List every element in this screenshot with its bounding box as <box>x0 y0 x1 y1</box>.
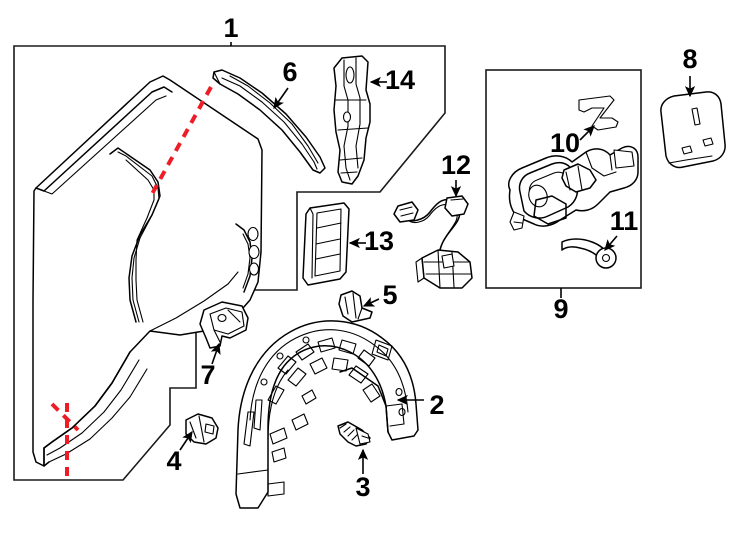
callout-label-3: 3 <box>355 472 370 502</box>
part-wheelhouse-liner <box>235 320 419 509</box>
part-bumper-support-bracket <box>199 301 249 349</box>
part-inner-pillar-reinforcement <box>333 55 371 185</box>
part-fuel-filler-door <box>660 91 726 169</box>
callout-label-10: 10 <box>550 128 580 158</box>
callout-label-11: 11 <box>610 206 639 236</box>
cut-line-lower-cross <box>50 402 80 432</box>
callout-label-5: 5 <box>382 280 397 310</box>
callout-label-4: 4 <box>166 446 181 476</box>
arrow-5 <box>362 297 380 307</box>
part-fuel-door-spring <box>578 95 619 131</box>
part-roof-drip-rail-molding <box>212 69 326 174</box>
callout-label-12: 12 <box>441 150 471 180</box>
part-air-extractor-vent-grille <box>302 202 350 286</box>
callout-label-6: 6 <box>282 57 297 87</box>
group-box-9 <box>485 69 642 289</box>
callout-label-14: 14 <box>385 65 415 95</box>
arrow-7 <box>210 342 221 365</box>
arrow-6 <box>273 87 289 110</box>
arrow-11 <box>604 235 618 251</box>
cut-line-upper <box>150 86 213 195</box>
part-quarter-panel-assembly <box>32 75 263 467</box>
part-fuel-filler-housing <box>508 145 639 231</box>
callout-label-1: 1 <box>223 13 238 43</box>
part-push-pin-retainer <box>185 413 219 445</box>
arrow-10 <box>579 125 595 141</box>
callout-label-2: 2 <box>429 390 444 420</box>
callout-label-8: 8 <box>682 44 697 74</box>
callout-label-9: 9 <box>553 294 568 324</box>
callout-label-13: 13 <box>364 226 394 256</box>
part-fuel-door-release-cable <box>393 195 473 289</box>
arrow-4 <box>179 430 193 451</box>
part-grommet-plug <box>338 290 373 323</box>
part-liner-screw <box>337 421 371 447</box>
callout-label-7: 7 <box>200 360 215 390</box>
part-fuel-door-hinge <box>561 238 617 269</box>
